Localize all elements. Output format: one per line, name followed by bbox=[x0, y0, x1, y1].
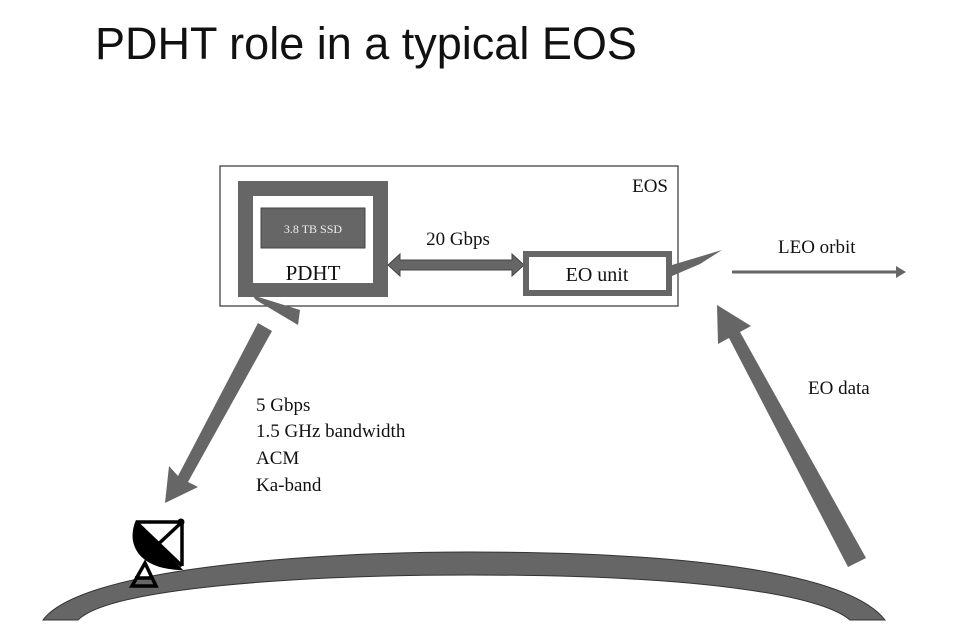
ssd-box bbox=[260, 207, 366, 249]
downlink-line: 5 Gbps bbox=[256, 395, 310, 416]
eo-unit-label: EO unit bbox=[566, 264, 629, 286]
slide-title: PDHT role in a typical EOS bbox=[95, 18, 637, 69]
pdht-label: PDHT bbox=[286, 261, 341, 285]
downlink-line: ACM bbox=[256, 448, 299, 469]
orbit-label: LEO orbit bbox=[778, 237, 856, 258]
downlink-line: 1.5 GHz bandwidth bbox=[256, 421, 406, 442]
pdht-antenna-tab bbox=[252, 295, 300, 325]
downlink-line: Ka-band bbox=[256, 475, 322, 496]
uplink-arrow bbox=[717, 305, 866, 567]
earth-surface bbox=[42, 551, 887, 621]
eos-label: EOS bbox=[632, 176, 668, 197]
ground-station-icon bbox=[129, 518, 185, 588]
uplink-label: EO data bbox=[808, 378, 870, 399]
eo-sensor-tab bbox=[672, 250, 722, 276]
ssd-label: 3.8 TB SSD bbox=[284, 222, 342, 236]
downlink-arrow bbox=[165, 323, 272, 503]
link-label: 20 Gbps bbox=[426, 229, 490, 250]
